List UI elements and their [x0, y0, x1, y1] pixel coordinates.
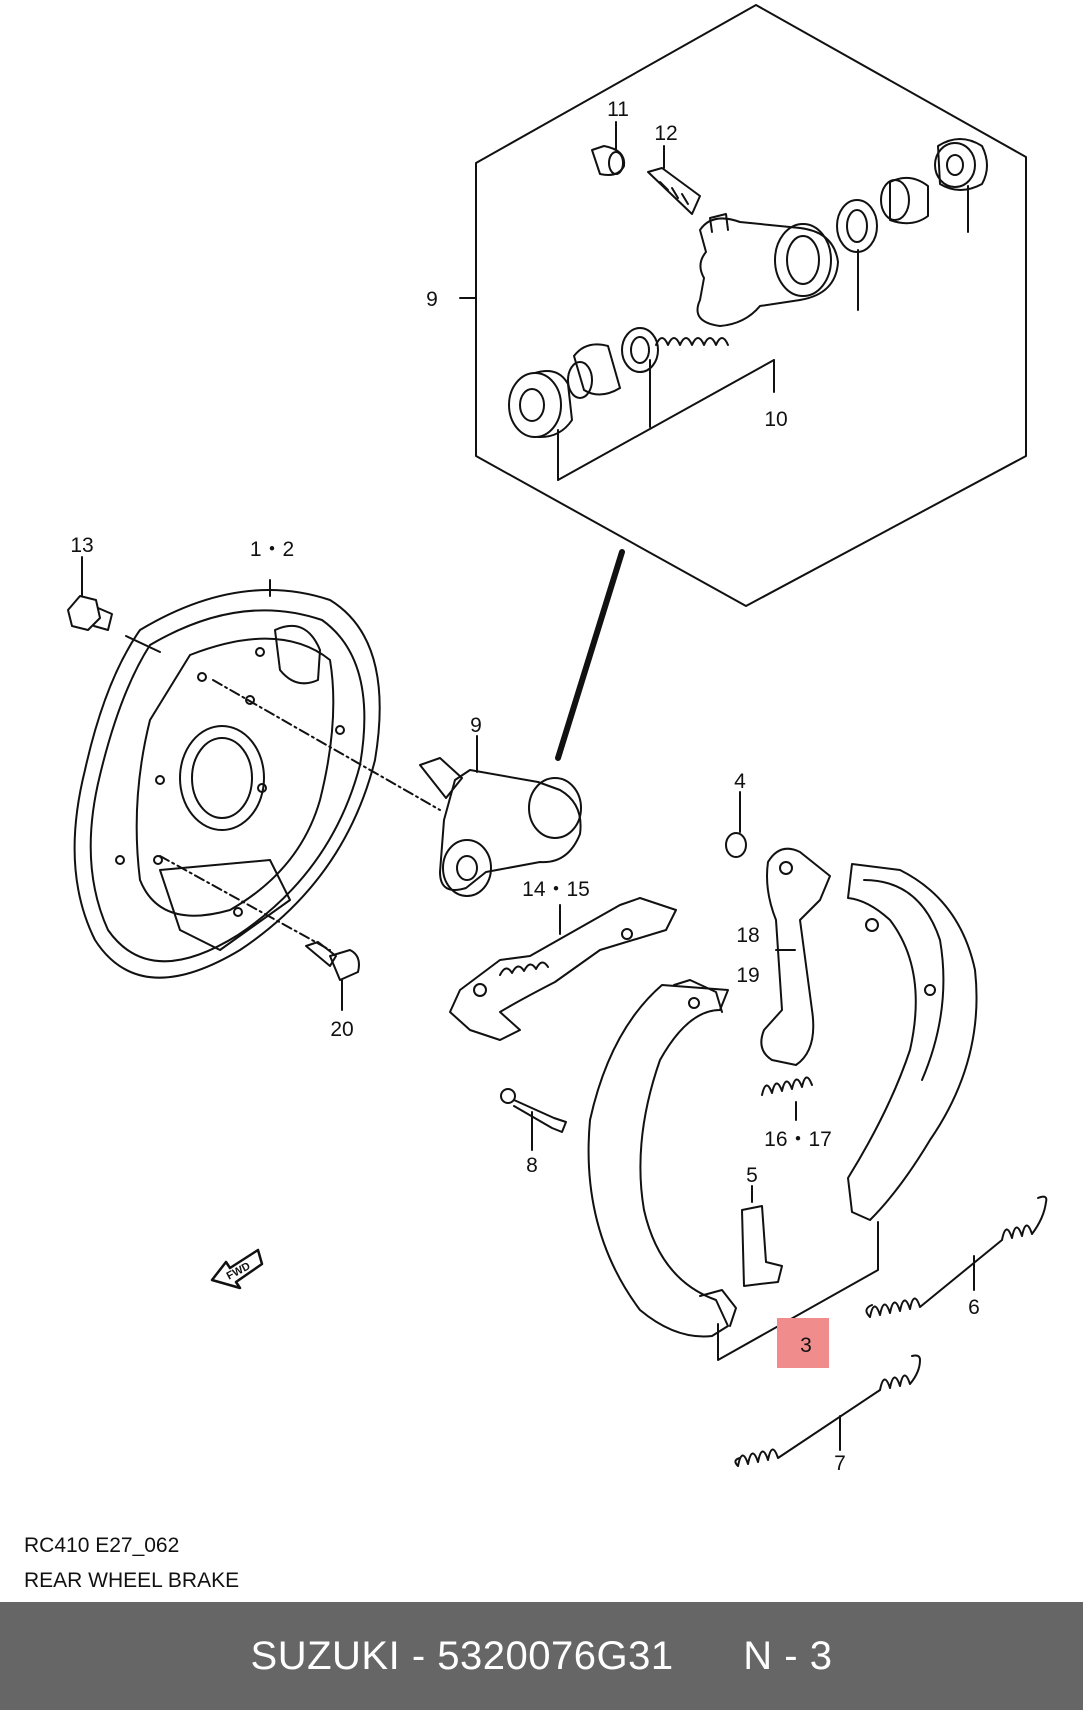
callout-6[interactable]: 6 — [968, 1296, 980, 1319]
bolt-20 — [305, 941, 360, 981]
backing-plate — [73, 589, 381, 979]
washer-4 — [725, 832, 747, 858]
ref-label: N - 3 — [743, 1634, 833, 1678]
brake-shoe-left — [587, 979, 737, 1338]
return-spring-6 — [865, 1195, 1048, 1318]
separator: - — [400, 1634, 438, 1678]
callout-18[interactable]: 18 — [736, 924, 759, 947]
callout-5[interactable]: 5 — [746, 1164, 758, 1187]
parking-lever — [760, 847, 831, 1066]
bolt-13 — [67, 595, 113, 631]
callout-16-17[interactable]: 16・17 — [764, 1128, 832, 1151]
callout-7[interactable]: 7 — [834, 1452, 846, 1475]
spring-16-17 — [761, 1076, 813, 1096]
part-number: 5320076G31 — [437, 1634, 674, 1678]
callout-19[interactable]: 19 — [736, 964, 759, 987]
callout-9-detail[interactable]: 9 — [426, 288, 438, 311]
brake-shoe-right — [847, 863, 978, 1221]
return-spring-7 — [734, 1354, 921, 1467]
detail-box — [475, 4, 1027, 607]
fwd-arrow-icon — [210, 1248, 264, 1290]
callout-14-15[interactable]: 14・15 — [522, 878, 590, 901]
callout-13[interactable]: 13 — [70, 534, 93, 557]
callout-9[interactable]: 9 — [470, 714, 482, 737]
highlight-box — [777, 1318, 829, 1368]
callout-20[interactable]: 20 — [330, 1018, 353, 1041]
hold-down-pin-8 — [500, 1088, 567, 1133]
strut-adjuster — [449, 897, 677, 1041]
callout-11[interactable]: 11 — [607, 98, 629, 121]
footer-text: SUZUKI - 5320076G31 N - 3 — [0, 1634, 1083, 1679]
exploded-parts-diagram: FWD 11 12 9 10 13 1・2 9 4 14・15 18 19 16… — [67, 4, 1048, 1475]
callout-1-2[interactable]: 1・2 — [250, 538, 294, 561]
wheel-cylinder — [419, 757, 582, 897]
wheel-cylinder-exploded — [508, 138, 988, 439]
diagram-code: RC410 E27_062 — [24, 1534, 180, 1557]
callout-10[interactable]: 10 — [764, 408, 787, 431]
footer-bar: SUZUKI - 5320076G31 N - 3 — [0, 1602, 1083, 1710]
callout-4[interactable]: 4 — [734, 770, 746, 793]
brand: SUZUKI — [250, 1634, 401, 1678]
callout-3[interactable]: 3 — [800, 1334, 812, 1357]
callout-12[interactable]: 12 — [654, 122, 677, 145]
hold-down-clip-5 — [741, 1205, 783, 1287]
callout-8[interactable]: 8 — [526, 1154, 538, 1177]
diagram-title: REAR WHEEL BRAKE — [24, 1569, 240, 1592]
detail-pointer — [555, 549, 625, 761]
